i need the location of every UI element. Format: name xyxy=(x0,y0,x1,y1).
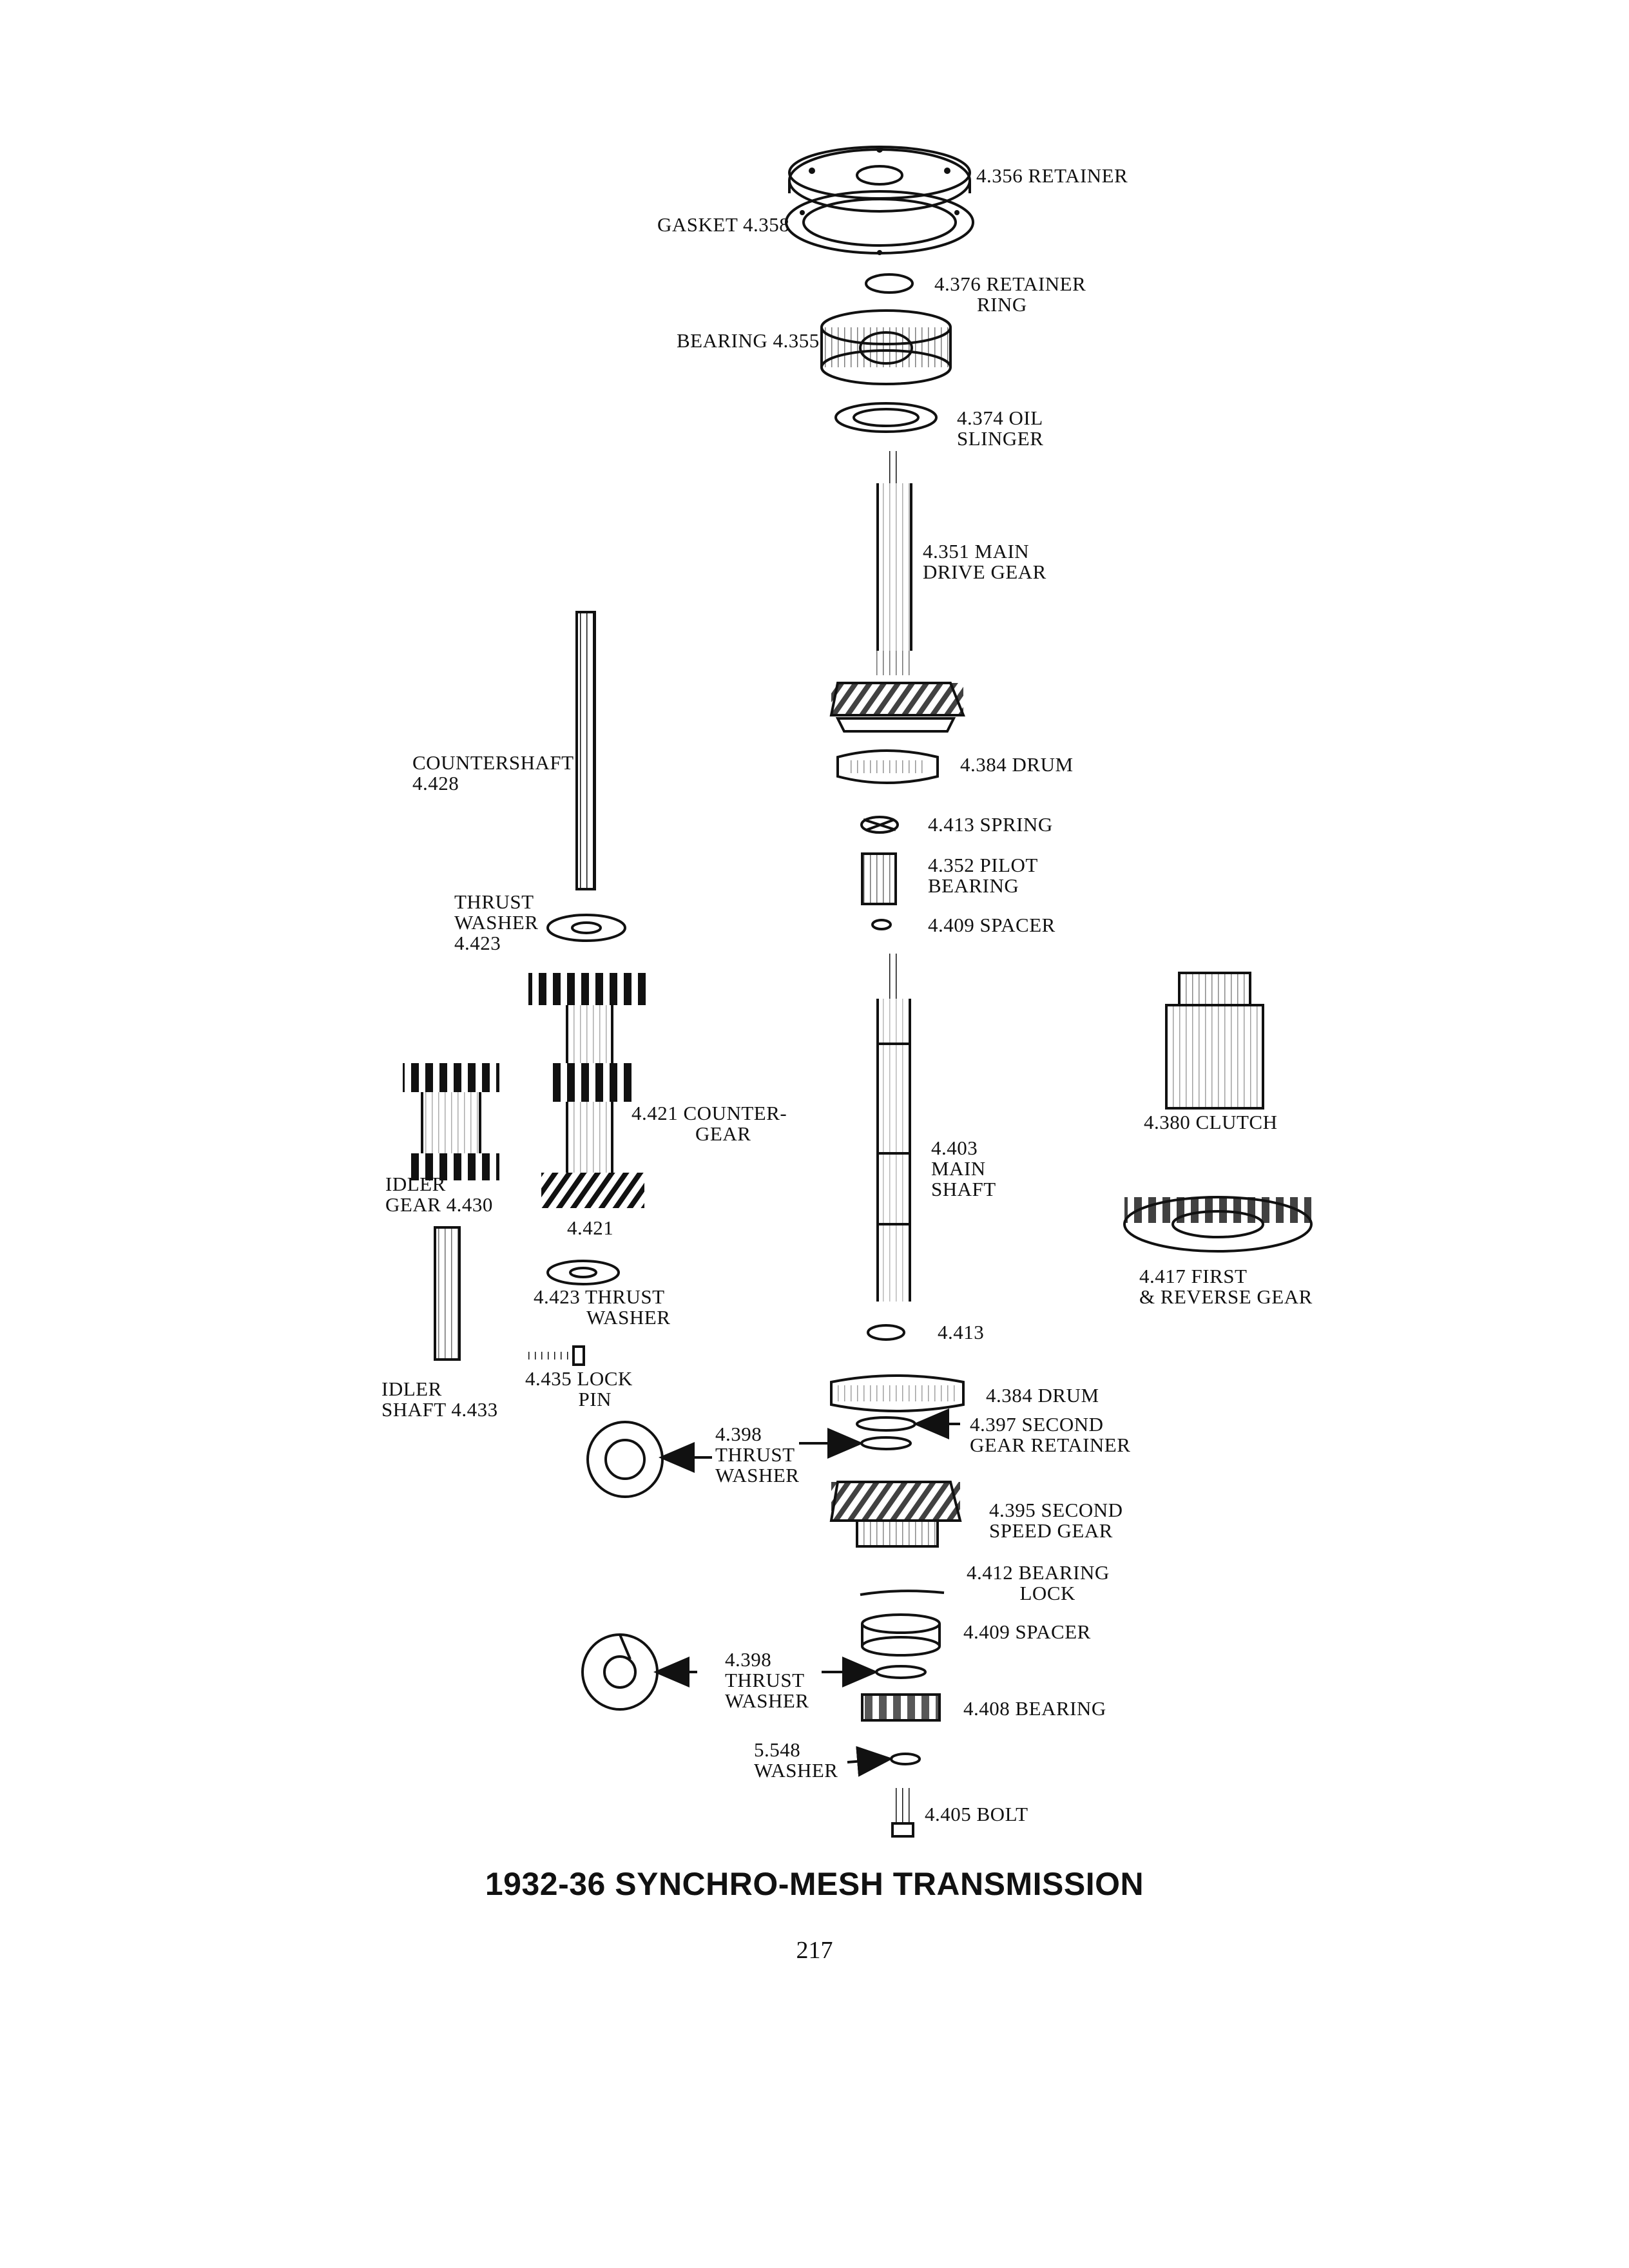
spring-part xyxy=(860,816,899,834)
label-washer-5548: 5.548 WASHER xyxy=(754,1738,838,1782)
page-number: 217 xyxy=(796,1937,833,1964)
oil-slinger-part xyxy=(834,402,938,433)
second-gear-retainer-part xyxy=(856,1416,916,1432)
label-bearing-4408: 4.408 BEARING xyxy=(963,1697,1106,1720)
thrust-washer-4398-face-b xyxy=(581,1633,659,1711)
spacer-top-part xyxy=(871,919,892,930)
bearing-lock-part xyxy=(860,1590,945,1596)
bearing-4355-part xyxy=(820,309,952,385)
label-thrust-washer-4398-a: 4.398 THRUST WASHER xyxy=(715,1423,800,1486)
label-bearing-lock: 4.412 BEARING LOCK xyxy=(967,1561,1110,1604)
main-drive-gear-part xyxy=(829,451,965,733)
pilot-bearing-part xyxy=(861,852,897,905)
idler-gear-part xyxy=(403,1063,499,1180)
label-idler-shaft: IDLER SHAFT 4.433 xyxy=(381,1378,498,1421)
label-clutch: 4.380 CLUTCH xyxy=(1144,1111,1278,1133)
label-pilot-bearing: 4.352 PILOT BEARING xyxy=(928,854,1038,897)
bolt-part xyxy=(891,1788,914,1838)
label-second-speed-gear: 4.395 SECOND SPEED GEAR xyxy=(989,1499,1123,1542)
main-shaft-part xyxy=(876,954,911,1302)
clutch-part xyxy=(1165,972,1264,1110)
drum-top-part xyxy=(836,749,939,784)
thrust-washer-4398-small-part xyxy=(860,1436,912,1450)
page-title: 1932-36 SYNCHRO-MESH TRANSMISSION xyxy=(485,1866,1144,1902)
first-reverse-gear-part xyxy=(1123,1196,1313,1253)
callout-arrows xyxy=(653,1408,960,1777)
idler-shaft-part xyxy=(434,1226,461,1361)
label-first-reverse-gear: 4.417 FIRST & REVERSE GEAR xyxy=(1139,1265,1313,1308)
label-countergear-number: 4.421 xyxy=(567,1216,614,1239)
second-speed-gear-part xyxy=(829,1481,962,1548)
label-drum-bottom: 4.384 DRUM xyxy=(986,1384,1099,1407)
label-item-4413: 4.413 xyxy=(938,1321,985,1343)
label-spacer-bottom: 4.409 SPACER xyxy=(963,1620,1091,1643)
label-retainer-ring: 4.376 RETAINER RING xyxy=(934,273,1086,316)
label-second-gear-retainer: 4.397 SECOND GEAR RETAINER xyxy=(970,1413,1131,1456)
item-4413-part xyxy=(867,1324,905,1341)
lock-pin-part xyxy=(528,1345,585,1366)
countershaft-part xyxy=(575,611,596,890)
retainer-ring-part xyxy=(865,273,914,294)
thrust-washer-4398-face-a xyxy=(586,1421,664,1498)
thrust-washer-top-part xyxy=(546,914,626,942)
label-oil-slinger: 4.374 OIL SLINGER xyxy=(957,407,1044,450)
label-thrust-washer-top: THRUST WASHER 4.423 xyxy=(454,890,539,954)
drum-bottom-part xyxy=(830,1374,965,1412)
label-gasket: GASKET 4.358 xyxy=(657,213,790,236)
label-countershaft: COUNTERSHAFT 4.428 xyxy=(412,751,574,794)
label-drum-top: 4.384 DRUM xyxy=(960,753,1074,776)
gasket-part xyxy=(785,190,974,255)
thrust-washer-4398-small-b-part xyxy=(875,1665,927,1679)
label-main-shaft: 4.403 MAIN SHAFT xyxy=(931,1137,996,1200)
bearing-4408-part xyxy=(861,1693,941,1722)
label-bolt: 4.405 BOLT xyxy=(925,1803,1028,1825)
label-thrust-washer-mid: 4.423 THRUST WASHER xyxy=(534,1285,671,1329)
label-main-drive-gear: 4.351 MAIN DRIVE GEAR xyxy=(923,540,1046,583)
label-spacer-top: 4.409 SPACER xyxy=(928,914,1055,936)
label-lock-pin: 4.435 LOCK PIN xyxy=(525,1367,633,1410)
label-bearing-4355: BEARING 4.355 xyxy=(677,329,820,352)
label-retainer: 4.356 RETAINER xyxy=(976,164,1128,187)
spacer-bottom-part xyxy=(861,1613,941,1657)
label-spring: 4.413 SPRING xyxy=(928,813,1053,836)
label-idler-gear: IDLER GEAR 4.430 xyxy=(385,1173,493,1216)
retainer-part xyxy=(788,146,971,213)
thrust-washer-mid-part xyxy=(546,1260,620,1285)
label-thrust-washer-4398-b: 4.398 THRUST WASHER xyxy=(725,1648,809,1712)
label-countergear: 4.421 COUNTER- GEAR xyxy=(631,1102,787,1145)
countergear-part xyxy=(528,973,651,1208)
washer-5548-part xyxy=(890,1753,921,1765)
